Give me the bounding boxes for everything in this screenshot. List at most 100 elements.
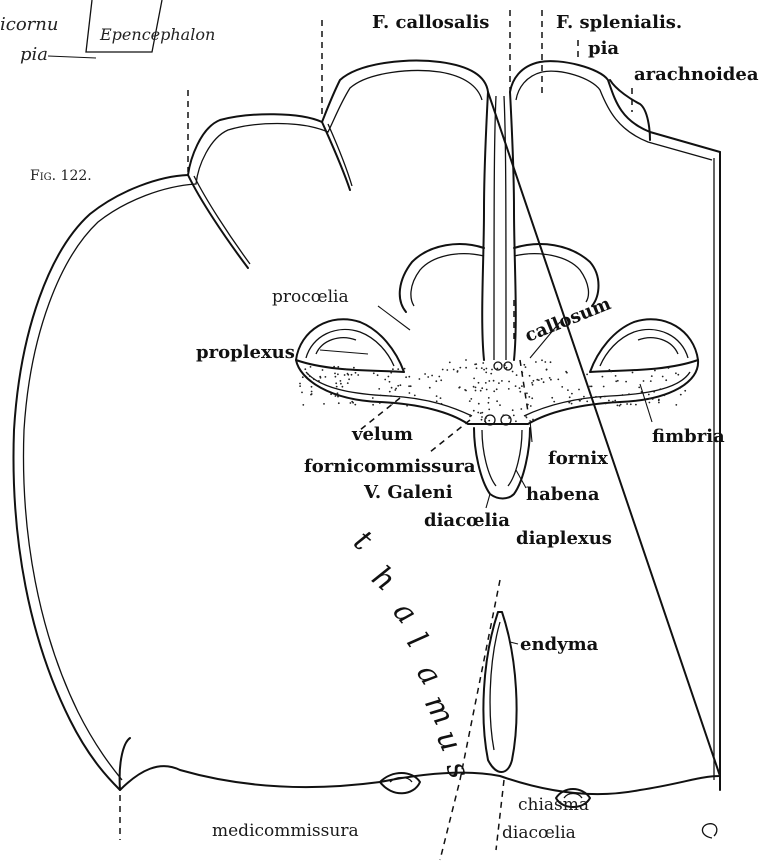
stipple-dot: [488, 409, 490, 411]
stipple-dot: [347, 373, 349, 375]
stipple-dot: [453, 369, 455, 371]
stipple: [299, 359, 686, 422]
stipple-dot: [470, 398, 472, 400]
stipple-dot: [521, 385, 523, 387]
label-habena: habena: [526, 484, 600, 505]
stipple-dot: [508, 417, 510, 419]
stipple-dot: [615, 375, 617, 377]
stipple-dot: [438, 376, 440, 378]
stipple-dot: [336, 386, 338, 388]
stipple-dot: [679, 387, 681, 389]
stipple-dot: [389, 381, 391, 383]
stipple-dot: [528, 396, 530, 398]
stipple-dot: [551, 397, 553, 399]
stipple-dot: [591, 386, 593, 388]
stipple-dot: [391, 403, 393, 405]
stipple-dot: [436, 395, 438, 397]
stipple-dot: [311, 386, 313, 388]
stipple-dot: [486, 389, 488, 391]
stipple-dot: [497, 368, 499, 370]
stipple-dot: [299, 383, 301, 385]
stipple-dot: [429, 387, 431, 389]
stipple-dot: [493, 380, 495, 382]
stipple-dot: [372, 397, 374, 399]
stipple-dot: [485, 382, 487, 384]
stipple-dot: [337, 392, 339, 394]
stipple-dot: [380, 395, 382, 397]
stipple-dot: [431, 375, 433, 377]
stipple-dot: [353, 367, 355, 369]
stipple-dot: [459, 367, 461, 369]
stipple-dot: [533, 380, 535, 382]
stipple-dot: [473, 386, 475, 388]
stipple-dot: [347, 382, 349, 384]
stipple-dot: [571, 403, 573, 405]
stipple-dot: [481, 412, 483, 414]
stipple-dot: [449, 362, 451, 364]
stipple-dot: [605, 403, 607, 405]
thalamus-label: t h a l a m u s: [347, 523, 477, 783]
stipple-dot: [391, 387, 393, 389]
stipple-dot: [609, 369, 611, 371]
stipple-dot: [481, 416, 483, 418]
stipple-dot: [310, 394, 312, 396]
stipple-dot: [302, 404, 304, 406]
label-diaplexus: diaplexus: [516, 528, 612, 549]
stipple-dot: [482, 362, 484, 364]
stipple-dot: [410, 385, 412, 387]
stipple-dot: [465, 367, 467, 369]
stipple-dot: [459, 386, 461, 388]
stipple-dot: [684, 390, 686, 392]
stipple-dot: [475, 390, 477, 392]
stipple-dot: [340, 380, 342, 382]
stipple-dot: [579, 400, 581, 402]
stipple-dot: [388, 376, 390, 378]
stipple-dot: [351, 401, 353, 403]
stipple-dot: [307, 373, 309, 375]
stipple-dot: [379, 402, 381, 404]
stipple-dot: [304, 368, 306, 370]
stipple-dot: [486, 368, 488, 370]
thalamus-letter: a: [409, 658, 448, 692]
stipple-dot: [310, 366, 312, 368]
stipple-dot: [541, 359, 543, 361]
stipple-dot: [481, 419, 483, 421]
stipple-dot: [515, 420, 517, 422]
stipple-dot: [653, 391, 655, 393]
stipple-dot: [529, 375, 531, 377]
stipple-dot: [567, 389, 569, 391]
stipple-dot: [397, 385, 399, 387]
stipple-dot: [419, 378, 421, 380]
label-f-splenialis: F. splenialis.: [556, 12, 682, 33]
stipple-dot: [436, 400, 438, 402]
stipple-dot: [335, 376, 337, 378]
label-procoelia: procœlia: [272, 287, 349, 307]
stipple-dot: [541, 378, 543, 380]
stipple-dot: [652, 398, 654, 400]
stipple-dot: [496, 400, 498, 402]
stipple-dot: [481, 387, 483, 389]
stipple-dot: [389, 391, 391, 393]
stipple-dot: [302, 376, 304, 378]
stipple-dot: [622, 394, 624, 396]
stipple-dot: [654, 370, 656, 372]
stipple-dot: [333, 366, 335, 368]
stipple-dot: [496, 388, 498, 390]
stipple-dot: [342, 386, 344, 388]
stipple-dot: [406, 405, 408, 407]
stipple-dot: [586, 401, 588, 403]
stipple-dot: [649, 398, 651, 400]
stipple-dot: [569, 396, 571, 398]
stipple-dot: [535, 361, 537, 363]
stipple-dot: [491, 369, 493, 371]
stipple-dot: [457, 370, 459, 372]
stipple-dot: [578, 389, 580, 391]
stipple-dot: [508, 381, 510, 383]
stipple-dot: [473, 410, 475, 412]
stipple-dot: [493, 390, 495, 392]
stipple-dot: [322, 369, 324, 371]
stipple-dot: [523, 364, 525, 366]
handwritten-line-1: icornu: [0, 14, 58, 35]
stipple-dot: [502, 414, 504, 416]
stipple-dot: [400, 384, 402, 386]
